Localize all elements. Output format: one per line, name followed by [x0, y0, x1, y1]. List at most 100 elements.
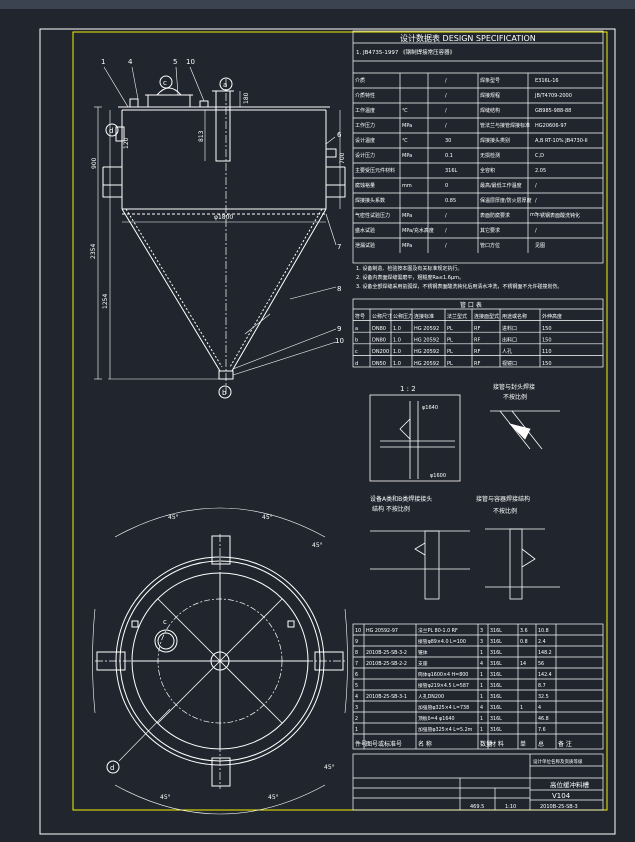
nozzle-header: 符号	[355, 313, 365, 320]
title-block-text: 设计单位名称及资质等级 高位缓冲料槽 V104 469.5 1:10 2010B…	[470, 758, 590, 810]
plan-angle-4: 45°	[324, 764, 335, 771]
spec-right-name: 全容积	[480, 167, 495, 174]
nozzle-cell: PL	[447, 338, 453, 344]
parts-cell: 14	[520, 661, 526, 667]
parts-cell: 加强管φ325×4 L=5.2m	[418, 726, 473, 733]
dim-diameter-1800: φ1800	[214, 214, 233, 221]
parts-cell: 筒体φ1600×4 H=800	[418, 671, 468, 678]
spec-right-name: 焊条型号	[480, 77, 500, 84]
part-bubble-1: 1	[101, 58, 105, 66]
parts-cell: 0.8	[520, 639, 528, 645]
plan-bubble-c: c	[163, 618, 167, 626]
nozzle-cell: d	[355, 361, 358, 367]
part-bubble-6: 6	[337, 131, 342, 139]
spec-param-value: /	[445, 123, 447, 129]
nozzle-table-title: 管 口 表	[460, 301, 482, 309]
plan-bubble-d: d	[110, 764, 114, 772]
parts-cell: 1	[480, 716, 483, 722]
parts-cell: 10.8	[538, 628, 549, 634]
plan-angle-2: 45°	[262, 514, 273, 521]
parts-cell: 2010B-25-SB-2-2	[366, 661, 407, 667]
nozzle-cell: 110	[542, 349, 552, 355]
spec-param-unit: MPa	[402, 213, 412, 219]
parts-header: 数量	[480, 740, 492, 748]
nozzle-cell: RF	[474, 326, 480, 332]
spec-right-name: 保温层厚度/防火层厚度	[480, 197, 532, 204]
part-bubble-9: 9	[337, 325, 341, 333]
parts-cell: 2010B-25-SB-3-2	[366, 650, 407, 656]
nozzle-cell: 150	[542, 361, 552, 367]
spec-param-name: 气密性试验压力	[355, 212, 390, 219]
spec-right-name: 管法兰与接管焊接标准	[480, 122, 530, 129]
parts-cell: 接管φ219×4.5 L=587	[418, 682, 469, 689]
parts-cell: 1	[480, 672, 483, 678]
nozzle-cell: PL	[447, 361, 453, 367]
parts-cell: 8.7	[538, 683, 546, 689]
spec-title: 设计数据表 DESIGN SPECIFICATION	[400, 33, 536, 43]
spec-param-unit: ℃	[402, 108, 408, 114]
parts-cell: 316L	[490, 650, 502, 656]
parts-cell: 顶板δ=4 φ1640	[418, 715, 455, 722]
drawing-weight: 469.5	[470, 804, 484, 810]
spec-right-value: 不锈钢表面酸洗钝化	[535, 212, 580, 219]
spec-right-name: 最高/最低工作温度	[480, 182, 522, 189]
spec-param-value: 0.85	[445, 198, 456, 204]
drawing-frame	[72, 31, 608, 811]
spec-param-name: 焊接接头系数	[355, 197, 385, 204]
detail-weld-label-1: 接管与封头焊接	[493, 383, 535, 391]
parts-header: 图号或标准号	[366, 740, 402, 748]
spec-right-value: /	[535, 198, 537, 204]
parts-cell: 5	[355, 683, 358, 689]
spec-param-unit: ℃	[402, 138, 408, 144]
parts-cell: 316L	[490, 727, 502, 733]
spec-param-name: 工作压力	[355, 122, 375, 129]
nozzle-bubble-d: d	[109, 127, 113, 135]
spec-right-value: HG20606-97	[535, 123, 567, 129]
nozzle-cell: b	[355, 338, 358, 344]
spec-param-value: /	[445, 93, 447, 99]
nozzle-cell: HG 20592	[414, 326, 439, 332]
parts-list	[352, 623, 604, 750]
nozzle-cell: 视镜口	[502, 360, 517, 367]
nozzle-cell: DN80	[372, 338, 386, 344]
plan-angle-6: 45°	[160, 794, 171, 801]
parts-cell: 1	[480, 683, 483, 689]
front-elevation-view	[94, 66, 346, 399]
nozzle-cell: 150	[542, 326, 552, 332]
spec-param-name: 盛水试验	[355, 227, 375, 234]
spec-right-name: 其它要求	[480, 227, 500, 234]
parts-cell: 3	[355, 705, 358, 711]
detail-scale: 1 : 2	[400, 385, 416, 393]
spec-right-name: 焊接接头类别	[480, 137, 510, 144]
nozzle-cell: 进料口	[502, 325, 517, 332]
dim-height-1254: 1254	[102, 294, 109, 309]
part-bubble-5: 5	[173, 58, 177, 66]
spec-param-value: 0.1	[445, 153, 453, 159]
parts-cell: 人孔DN200	[418, 693, 444, 700]
dim-height-700: 700	[339, 152, 346, 164]
spec-param-value: 316L	[445, 168, 458, 174]
nozzle-cell: c	[355, 349, 358, 355]
spec-param-value: /	[445, 213, 447, 219]
parts-header: 材 料	[490, 740, 504, 748]
sheet-outer-border	[39, 28, 616, 835]
spec-right-value: 见图	[535, 243, 545, 249]
spec-right-value: JB/T4709-2000	[534, 93, 572, 99]
nozzle-grid	[353, 309, 603, 367]
detail-weld-label-2: 设备A类和B类焊接接头	[370, 495, 432, 503]
spec-param-value: 0	[445, 183, 448, 189]
parts-cell: 46.8	[538, 716, 549, 722]
parts-cell: 3	[480, 628, 483, 634]
nozzle-bubble-a: a	[223, 81, 227, 89]
dim-height-180: 180	[243, 92, 250, 104]
nozzle-cell: HG 20592	[414, 338, 439, 344]
parts-cell: 32.5	[538, 694, 549, 700]
parts-cell: 148.2	[538, 650, 552, 656]
parts-cell: 加强管φ325×4 L=738	[418, 704, 469, 711]
parts-cell: 支座	[418, 660, 428, 667]
design-spec-text: 设计数据表 DESIGN SPECIFICATION 1. JB4735-199…	[355, 33, 588, 249]
plan-angle-5: 45°	[268, 794, 279, 801]
